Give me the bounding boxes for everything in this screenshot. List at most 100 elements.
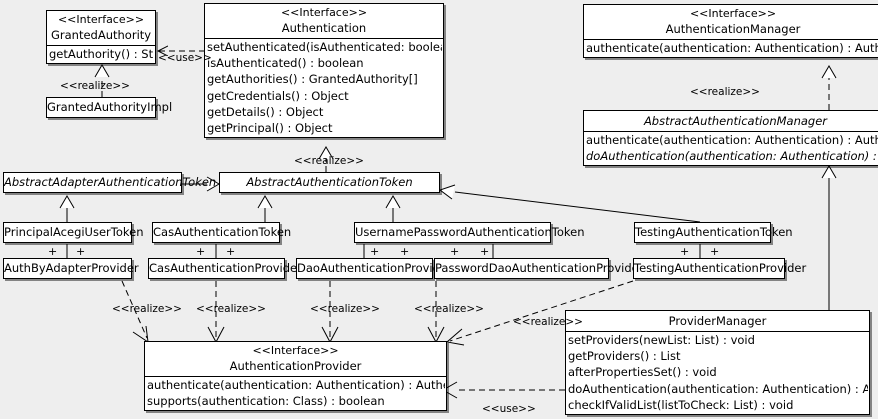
edge-label-realize-abstractauthenticationtoken: <<realize>> [294, 155, 364, 167]
operation-authenticate: authenticate(authentication: Authenticat… [586, 133, 878, 147]
stereotype-label: <<Interface>> [252, 344, 339, 357]
operation-doauthentication: doAuthentication(authentication: Authent… [568, 381, 868, 396]
assoc-plus-marker: + [710, 245, 720, 258]
edge-generalize-principalacegiusertoken-to-abstractadaptertoken [59, 195, 75, 222]
operations-compartment: setProviders(newList: List) : void getPr… [566, 331, 869, 414]
class-header-authentication: <<Interface>> Authentication [205, 4, 443, 38]
assoc-plus-marker: + [48, 245, 58, 258]
operation-doauthentication: doAuthentication(authentication: Authent… [586, 149, 878, 164]
edge-label-use-providermanager-authenticationprovider: <<use>> [482, 403, 536, 415]
class-header-principal-acegi-user-token: PrincipalAcegiUserToken [4, 223, 144, 242]
class-testing-authentication-token[interactable]: TestingAuthenticationToken [634, 222, 793, 243]
class-name-label: GrantedAuthority [51, 28, 152, 42]
operation-supports: supports(authentication: Class) : boolea… [147, 394, 385, 409]
edge-generalize-providermanager-to-abstractauthenticationmanager [821, 165, 837, 310]
class-name-label: PrincipalAcegiUserToken [4, 225, 144, 239]
class-cas-authentication-token[interactable]: CasAuthenticationToken [152, 222, 292, 243]
class-name-label: TestingAuthenticationProvider [634, 261, 807, 275]
class-name-label: AbstractAuthenticationManager [643, 114, 828, 128]
edge-label-realize-grantedauthorityimpl: <<realize>> [60, 80, 130, 92]
class-name-label: UsernamePasswordAuthenticationToken [355, 225, 585, 239]
operation-authenticate: authenticate(authentication: Authenticat… [147, 378, 445, 392]
operation-getproviders: getProviders() : List [568, 349, 681, 364]
operations-compartment: authenticate(authentication: Authenticat… [584, 131, 878, 165]
class-header-granted-authority-impl: GrantedAuthorityImpl [47, 98, 173, 117]
edge-use-providermanager-to-authenticationprovider [441, 381, 565, 399]
assoc-plus-marker: + [480, 245, 490, 258]
assoc-plus-marker: + [196, 245, 206, 258]
class-header-abstract-adapter-authentication-token: AbstractAdapterAuthenticationToken [4, 173, 217, 192]
assoc-plus-marker: + [680, 245, 690, 258]
operation-setauthenticated: setAuthenticated(isAuthenticated: boolea… [207, 40, 442, 54]
operations-compartment: authenticate(authentication: Authenticat… [584, 39, 878, 57]
operation-setproviders: setProviders(newList: List) : void [568, 333, 755, 347]
class-granted-authority-impl[interactable]: GrantedAuthorityImpl [46, 97, 173, 118]
class-name-label: CasAuthenticationToken [153, 225, 292, 239]
stereotype-label: <<Interface>> [689, 7, 777, 20]
class-dao-authentication-provider[interactable]: DaoAuthenticationProvider [296, 258, 452, 279]
operation-getauthorities: getAuthorities() : GrantedAuthority[] [207, 72, 418, 87]
class-name-label: AuthenticationManager [665, 22, 801, 36]
operation-getauthority: getAuthority() : String [49, 47, 154, 61]
class-provider-manager[interactable]: ProviderManager setProviders(newList: Li… [565, 310, 870, 416]
operation-getdetails: getDetails() : Object [207, 104, 324, 119]
edge-generalize-casauthenticationtoken-to-abstracttoken [257, 195, 273, 222]
class-testing-authentication-provider[interactable]: TestingAuthenticationProvider [633, 258, 807, 279]
class-cas-authentication-provider[interactable]: CasAuthenticationProvider [148, 258, 302, 279]
class-authentication-manager[interactable]: <<Interface>> AuthenticationManager auth… [583, 4, 878, 59]
class-name-label: PasswordDaoAuthenticationProvider [435, 261, 644, 275]
operation-afterpropertiesset: afterPropertiesSet() : void [568, 365, 717, 380]
class-header-granted-authority: <<Interface>> GrantedAuthority [47, 11, 155, 45]
class-header-abstract-authentication-manager: AbstractAuthenticationManager [584, 111, 878, 131]
edge-label-realize-testingauthenticationprovider: <<realize>> [513, 316, 583, 328]
class-name-label: AuthenticationProvider [229, 359, 362, 373]
class-name-label: AuthByAdapterProvider [4, 261, 139, 275]
class-name-label: AbstractAdapterAuthenticationToken [4, 175, 217, 189]
class-username-password-authentication-token[interactable]: UsernamePasswordAuthenticationToken [354, 222, 585, 243]
class-name-label: AbstractAuthenticationToken [246, 175, 413, 189]
operations-compartment: authenticate(authentication: Authenticat… [145, 376, 446, 410]
class-name-label: DaoAuthenticationProvider [297, 261, 452, 275]
stereotype-label: <<Interface>> [280, 6, 368, 19]
class-auth-by-adapter-provider[interactable]: AuthByAdapterProvider [3, 258, 139, 279]
operation-getprincipal: getPrincipal() : Object [207, 121, 333, 136]
class-header-auth-by-adapter-provider: AuthByAdapterProvider [4, 259, 139, 278]
class-name-label: CasAuthenticationProvider [149, 261, 302, 275]
class-granted-authority[interactable]: <<Interface>> GrantedAuthority getAuthor… [46, 10, 156, 65]
assoc-plus-marker: + [76, 245, 86, 258]
class-authentication[interactable]: <<Interface>> Authentication setAuthenti… [204, 3, 444, 139]
stereotype-label: <<Interface>> [57, 13, 145, 26]
edge-generalize-usernamepasswordtoken-to-abstracttoken [385, 195, 401, 222]
class-header-provider-manager: ProviderManager [566, 311, 869, 331]
operations-compartment: setAuthenticated(isAuthenticated: boolea… [205, 38, 443, 137]
assoc-plus-marker: + [370, 245, 380, 258]
class-header-abstract-authentication-token: AbstractAuthenticationToken [220, 173, 439, 192]
operation-getcredentials: getCredentials() : Object [207, 88, 349, 103]
class-name-label: ProviderManager [668, 314, 767, 328]
class-header-authentication-provider: <<Interface>> AuthenticationProvider [145, 342, 446, 376]
class-name-label: Authentication [281, 21, 367, 35]
edge-realize-abstractauthenticationmanager-to-authenticationmanager [821, 65, 837, 110]
class-password-dao-authentication-provider[interactable]: PasswordDaoAuthenticationProvider [434, 258, 644, 279]
class-header-username-password-authentication-token: UsernamePasswordAuthenticationToken [355, 223, 585, 242]
operation-isauthenticated: isAuthenticated() : boolean [207, 56, 364, 71]
class-name-label: GrantedAuthorityImpl [47, 100, 173, 114]
edge-label-realize-daoauthenticationprovider: <<realize>> [310, 303, 380, 315]
operations-compartment: getAuthority() : String [47, 45, 155, 63]
class-header-testing-authentication-token: TestingAuthenticationToken [635, 223, 793, 242]
assoc-plus-marker: + [226, 245, 236, 258]
class-header-dao-authentication-provider: DaoAuthenticationProvider [297, 259, 452, 278]
class-header-testing-authentication-provider: TestingAuthenticationProvider [634, 259, 807, 278]
class-authentication-provider[interactable]: <<Interface>> AuthenticationProvider aut… [144, 341, 447, 412]
edge-generalize-testingauthenticationtoken-to-abstracttoken [438, 184, 701, 223]
operation-checkifvalidlist: checkIfValidList(listToCheck: List) : vo… [568, 397, 794, 412]
class-principal-acegi-user-token[interactable]: PrincipalAcegiUserToken [3, 222, 144, 243]
class-abstract-authentication-token[interactable]: AbstractAuthenticationToken [219, 172, 440, 193]
edge-label-use-authentication-grantedauthority: <<use>> [158, 52, 212, 64]
class-header-cas-authentication-token: CasAuthenticationToken [153, 223, 292, 242]
class-header-cas-authentication-provider: CasAuthenticationProvider [149, 259, 302, 278]
class-abstract-adapter-authentication-token[interactable]: AbstractAdapterAuthenticationToken [3, 172, 217, 193]
class-abstract-authentication-manager[interactable]: AbstractAuthenticationManager authentica… [583, 110, 878, 167]
class-header-authentication-manager: <<Interface>> AuthenticationManager [584, 5, 878, 39]
